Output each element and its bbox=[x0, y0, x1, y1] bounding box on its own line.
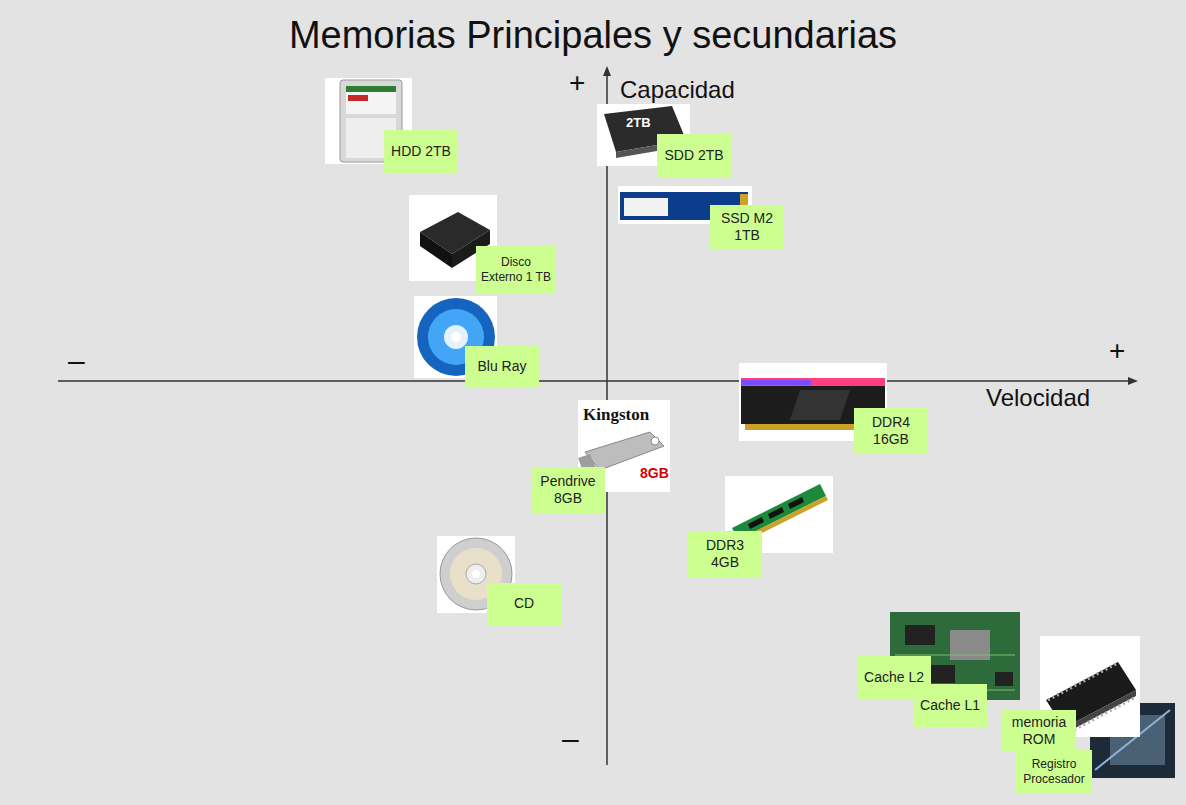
brand-text: Kingston bbox=[583, 406, 649, 425]
axis-label: Capacidad bbox=[620, 77, 735, 103]
note-texts: memoria ROM bbox=[1006, 714, 1072, 749]
note-texts: HDD 2TB bbox=[391, 143, 451, 161]
note-texts: Blu Ray bbox=[477, 358, 526, 376]
note-texts: Disco Externo 1 TB bbox=[480, 255, 552, 285]
axis-arrow bbox=[603, 66, 611, 76]
sticky-note: DDR3 4GB bbox=[688, 531, 762, 577]
brand-text: 2TB bbox=[626, 116, 651, 130]
axis-sign: + bbox=[569, 68, 585, 99]
note-text: DDR4 16GB bbox=[858, 414, 924, 449]
sticky-note: Registro Procesador bbox=[1016, 750, 1092, 794]
note-text: HDD 2TB bbox=[391, 143, 451, 161]
note-text: Pendrive 8GB bbox=[535, 473, 601, 508]
sticky-note: SSD M2 1TB bbox=[710, 205, 784, 249]
note-text: memoria ROM bbox=[1006, 714, 1072, 749]
note-texts: DDR3 4GB bbox=[692, 537, 758, 572]
sticky-note: HDD 2TB bbox=[384, 130, 458, 174]
sticky-note: Disco Externo 1 TB bbox=[476, 246, 556, 294]
brand-text: 8GB bbox=[640, 466, 669, 481]
note-text: Registro Procesador bbox=[1020, 757, 1088, 787]
note-texts: DDR4 16GB bbox=[858, 414, 924, 449]
axis-label: Velocidad bbox=[986, 385, 1090, 411]
note-texts: Cache L1 bbox=[920, 697, 980, 715]
note-texts: Pendrive 8GB bbox=[535, 473, 601, 508]
note-text: CD bbox=[514, 595, 534, 613]
note-texts: SSD M2 1TB bbox=[714, 210, 780, 245]
axis-arrow bbox=[1128, 377, 1138, 385]
sticky-note: DDR4 16GB bbox=[854, 408, 928, 454]
sticky-note: Blu Ray bbox=[465, 346, 539, 388]
note-texts: SDD 2TB bbox=[664, 147, 723, 165]
axis-sign: – bbox=[562, 722, 579, 755]
note-text: Blu Ray bbox=[477, 358, 526, 376]
note-text: Cache L1 bbox=[920, 697, 980, 715]
note-texts: CD bbox=[514, 595, 534, 613]
axis-sign: + bbox=[1109, 336, 1125, 367]
sticky-note: memoria ROM bbox=[1002, 710, 1076, 752]
note-text: SSD M2 1TB bbox=[714, 210, 780, 245]
sticky-note: Pendrive 8GB bbox=[531, 467, 605, 513]
sticky-note: SDD 2TB bbox=[657, 134, 731, 178]
sticky-note: CD bbox=[487, 583, 561, 625]
axis-sign: – bbox=[68, 344, 85, 377]
note-text: SDD 2TB bbox=[664, 147, 723, 165]
sticky-note: Cache L1 bbox=[913, 684, 987, 728]
note-text: Disco Externo 1 TB bbox=[480, 255, 552, 285]
x-axis bbox=[58, 380, 1132, 382]
note-text: DDR3 4GB bbox=[692, 537, 758, 572]
note-texts: Registro Procesador bbox=[1020, 757, 1088, 787]
diagram-title: Memorias Principales y secundarias bbox=[0, 14, 1186, 57]
